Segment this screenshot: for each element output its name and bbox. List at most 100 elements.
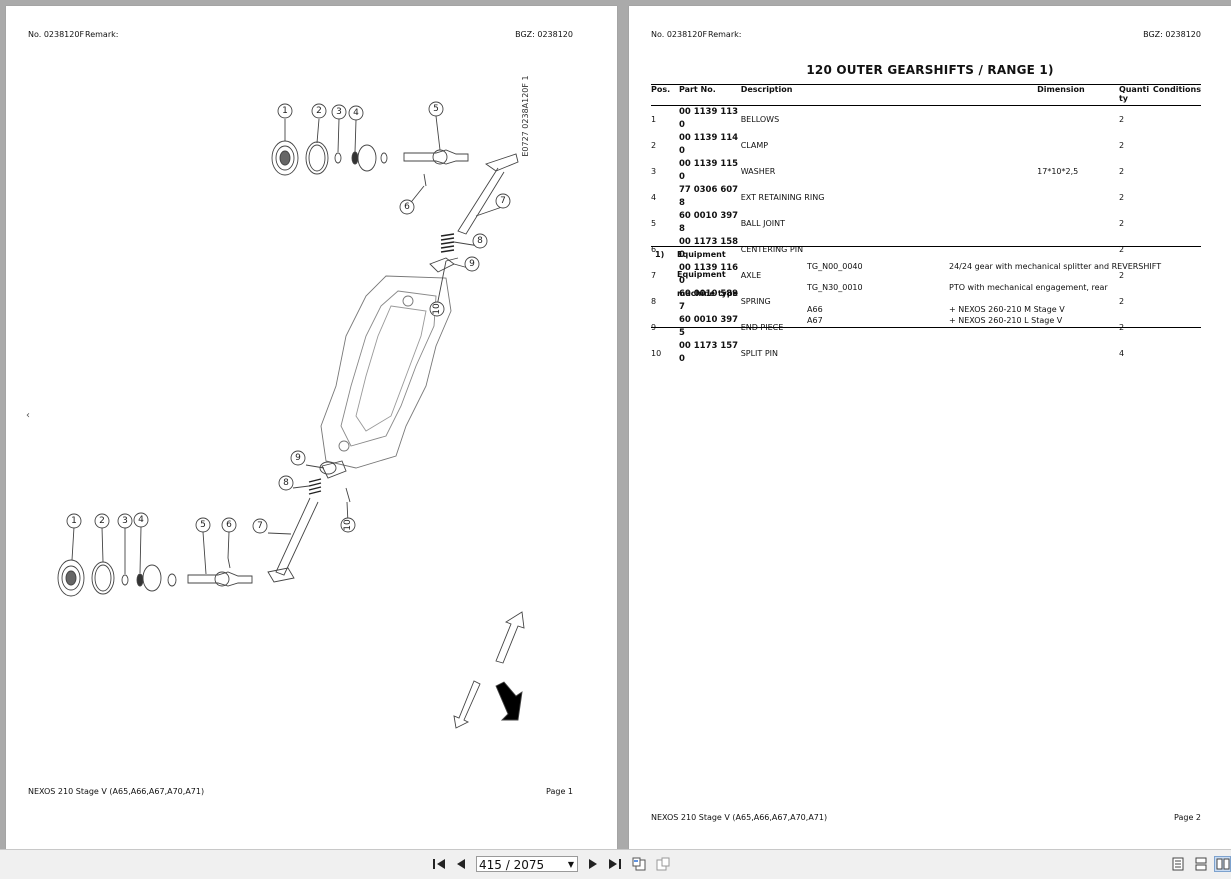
previous-page-icon[interactable] xyxy=(455,856,467,872)
cell-quantity: 2 xyxy=(1118,244,1125,254)
cell-pos: 5 xyxy=(651,218,657,228)
callout-bottom-4: 4 xyxy=(138,515,144,525)
callout-bottom-1: 1 xyxy=(71,516,77,526)
next-page-icon[interactable] xyxy=(587,856,599,872)
table-header-row: Pos. Part No. Description Dimension Quan… xyxy=(651,84,1201,106)
cell-description: BELLOWS xyxy=(740,114,780,124)
note-text-1: 24/24 gear with mechanical splitter and … xyxy=(949,262,1162,271)
footer-page-number: Page 1 xyxy=(546,787,573,796)
cell-pos: 6 xyxy=(651,244,657,254)
header-bgz: BGZ: 0238120 xyxy=(1143,30,1201,39)
column-header-pos: Pos. xyxy=(651,84,679,106)
chevron-left-icon[interactable]: ‹ xyxy=(26,410,30,421)
callout-bottom-10: 10 xyxy=(343,519,353,531)
footer-model: NEXOS 210 Stage V (A65,A66,A67,A70,A71) xyxy=(28,787,205,796)
equipment-notes: 1) Equipment Equipment machine type TG_N… xyxy=(651,246,1201,328)
column-header-conditions: Conditions xyxy=(1152,84,1201,106)
right-page: No. 0238120F Remark: BGZ: 0238120 120 OU… xyxy=(629,6,1231,849)
cell-part-no: 77 0306 607 8 xyxy=(678,185,739,208)
cell-quantity: 2 xyxy=(1118,140,1125,150)
cell-dimension xyxy=(1037,106,1119,133)
cell-description: CENTERING PIN xyxy=(740,244,804,254)
chevron-down-icon: ▼ xyxy=(567,860,574,869)
cell-quantity: 2 xyxy=(1118,192,1125,202)
note-text-2: PTO with mechanical engagement, rear xyxy=(949,283,1108,292)
page-number-select[interactable]: 415 / 2075 ▼ xyxy=(476,856,578,872)
note-code-3: A66 xyxy=(807,305,823,314)
header-remark: Remark: xyxy=(85,30,119,39)
callout-top-6: 6 xyxy=(404,202,410,212)
note-text-3: + NEXOS 260-210 M Stage V xyxy=(949,305,1065,314)
note-label-equipment: Equipment xyxy=(677,250,726,259)
first-page-icon[interactable] xyxy=(431,856,447,872)
single-page-view-icon[interactable] xyxy=(1170,856,1186,872)
note-label-machine-type: machine type xyxy=(677,289,739,298)
parts-table: Pos. Part No. Description Dimension Quan… xyxy=(651,84,1201,366)
continuous-view-icon[interactable] xyxy=(1193,856,1209,872)
cell-conditions xyxy=(1153,340,1201,366)
cell-description: AXLE xyxy=(740,270,762,280)
callout-top-9: 9 xyxy=(469,259,475,269)
cell-description: SPRING xyxy=(740,296,771,306)
go-forward-icon[interactable] xyxy=(654,856,672,872)
cell-part-no: 60 0010 397 5 xyxy=(678,315,739,338)
cell-description: EXT RETAINING RING xyxy=(740,192,825,202)
cell-pos: 3 xyxy=(651,166,657,176)
cell-conditions xyxy=(1153,158,1201,184)
cell-conditions xyxy=(1153,210,1201,236)
cell-description: WASHER xyxy=(740,166,776,176)
cell-quantity: 2 xyxy=(1118,296,1125,306)
cell-part-no: 00 1139 113 0 xyxy=(678,107,739,130)
callout-bottom-7: 7 xyxy=(257,521,263,531)
callout-top-1: 1 xyxy=(282,106,288,116)
page-indicator: 415 / 2075 xyxy=(479,858,545,872)
callout-bottom-5: 5 xyxy=(200,520,206,530)
viewer-toolbar: 415 / 2075 ▼ xyxy=(0,849,1231,879)
cell-quantity: 2 xyxy=(1118,270,1125,280)
cell-part-no: 00 1139 116 0 xyxy=(678,263,739,286)
callout-bottom-3: 3 xyxy=(122,516,128,526)
callout-top-3: 3 xyxy=(336,107,342,117)
note-code-4: A67 xyxy=(807,316,823,325)
cell-conditions xyxy=(1153,184,1201,210)
note-code-2: TG_N30_0010 xyxy=(807,283,863,292)
header-number: No. 0238120F xyxy=(28,30,85,39)
cell-part-no: 00 1173 157 0 xyxy=(678,341,739,364)
cell-dimension xyxy=(1037,210,1119,236)
cell-conditions xyxy=(1153,132,1201,158)
facing-pages-view-icon[interactable] xyxy=(1214,856,1231,872)
drawing-reference: E0727 0238A120F 1 xyxy=(521,75,530,156)
last-page-icon[interactable] xyxy=(607,856,623,872)
cell-description: CLAMP xyxy=(740,140,769,150)
note-code-1: TG_N00_0040 xyxy=(807,262,863,271)
callout-top-10: 10 xyxy=(432,303,442,315)
callout-top-7: 7 xyxy=(500,196,506,206)
cell-pos: 4 xyxy=(651,192,657,202)
header-number: No. 0238120F xyxy=(651,30,708,39)
cell-pos: 8 xyxy=(651,296,657,306)
column-header-description: Description xyxy=(740,84,1038,106)
column-header-dimension: Dimension xyxy=(1037,84,1119,106)
page-title: 120 OUTER GEARSHIFTS / RANGE 1) xyxy=(806,63,1054,77)
cell-part-no: 60 0010 589 7 xyxy=(678,289,739,312)
callout-bottom-8: 8 xyxy=(283,478,289,488)
callout-bottom-2: 2 xyxy=(99,516,105,526)
go-back-icon[interactable] xyxy=(630,856,648,872)
header-remark: Remark: xyxy=(708,30,742,39)
footer-model: NEXOS 210 Stage V (A65,A66,A67,A70,A71) xyxy=(651,813,828,822)
cell-quantity: 2 xyxy=(1118,218,1125,228)
cell-quantity: 2 xyxy=(1118,166,1125,176)
callout-top-5: 5 xyxy=(433,104,439,114)
note-marker: 1) xyxy=(655,250,665,259)
note-label-equipment-2: Equipment xyxy=(677,270,726,279)
callout-top-2: 2 xyxy=(316,106,322,116)
